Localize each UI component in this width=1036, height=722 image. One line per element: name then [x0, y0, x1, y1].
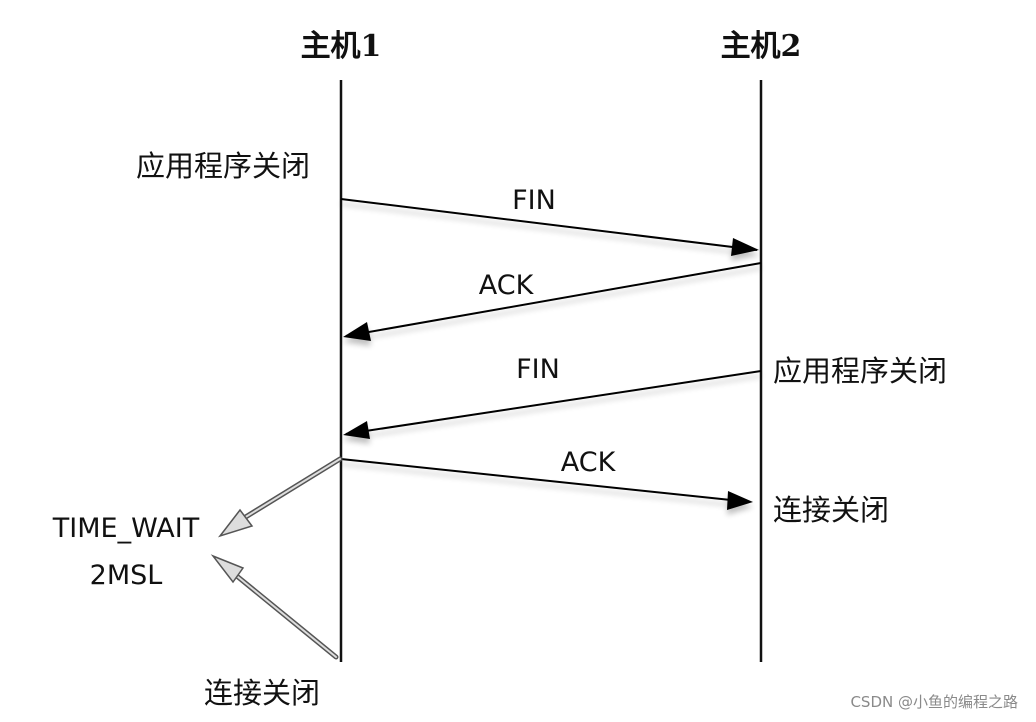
host1-title: 主机1 — [301, 29, 382, 64]
ack-1-arrowhead-icon — [343, 322, 371, 341]
ack-1-label: ACK — [479, 270, 535, 301]
time-wait-arrow-out — [210, 554, 339, 660]
fin-1-arrowhead-icon — [731, 238, 759, 256]
fin-1-label: FIN — [512, 185, 556, 216]
msl-label: 2MSL — [90, 560, 163, 591]
ack-2-arrowhead-icon — [727, 491, 753, 510]
time-wait-out-arrowhead-icon — [210, 554, 245, 584]
time-wait-label: TIME_WAIT — [52, 513, 200, 544]
message-ack-1 — [343, 262, 762, 341]
host2-title: 主机2 — [721, 29, 802, 64]
fin-2-arrowhead-icon — [343, 421, 370, 439]
fin-1-arrow — [340, 198, 758, 251]
time-wait-in-arrowhead-icon — [217, 508, 254, 538]
host1-conn-close-label: 连接关闭 — [204, 676, 320, 710]
fin-2-arrow — [345, 370, 762, 435]
ack-1-arrow — [345, 262, 762, 337]
watermark: CSDN @小鱼的编程之路 — [850, 693, 1018, 711]
host1-app-close-label: 应用程序关闭 — [136, 149, 310, 183]
time-wait-arrow-in — [217, 456, 343, 538]
host2-conn-close-label: 连接关闭 — [773, 493, 889, 527]
message-fin-2 — [343, 370, 762, 439]
message-ack-2 — [340, 458, 753, 510]
ack-2-arrow — [340, 458, 751, 503]
host2-app-close-label: 应用程序关闭 — [773, 354, 947, 388]
fin-2-label: FIN — [516, 354, 560, 385]
ack-2-label: ACK — [561, 447, 617, 478]
message-fin-1 — [340, 198, 759, 256]
